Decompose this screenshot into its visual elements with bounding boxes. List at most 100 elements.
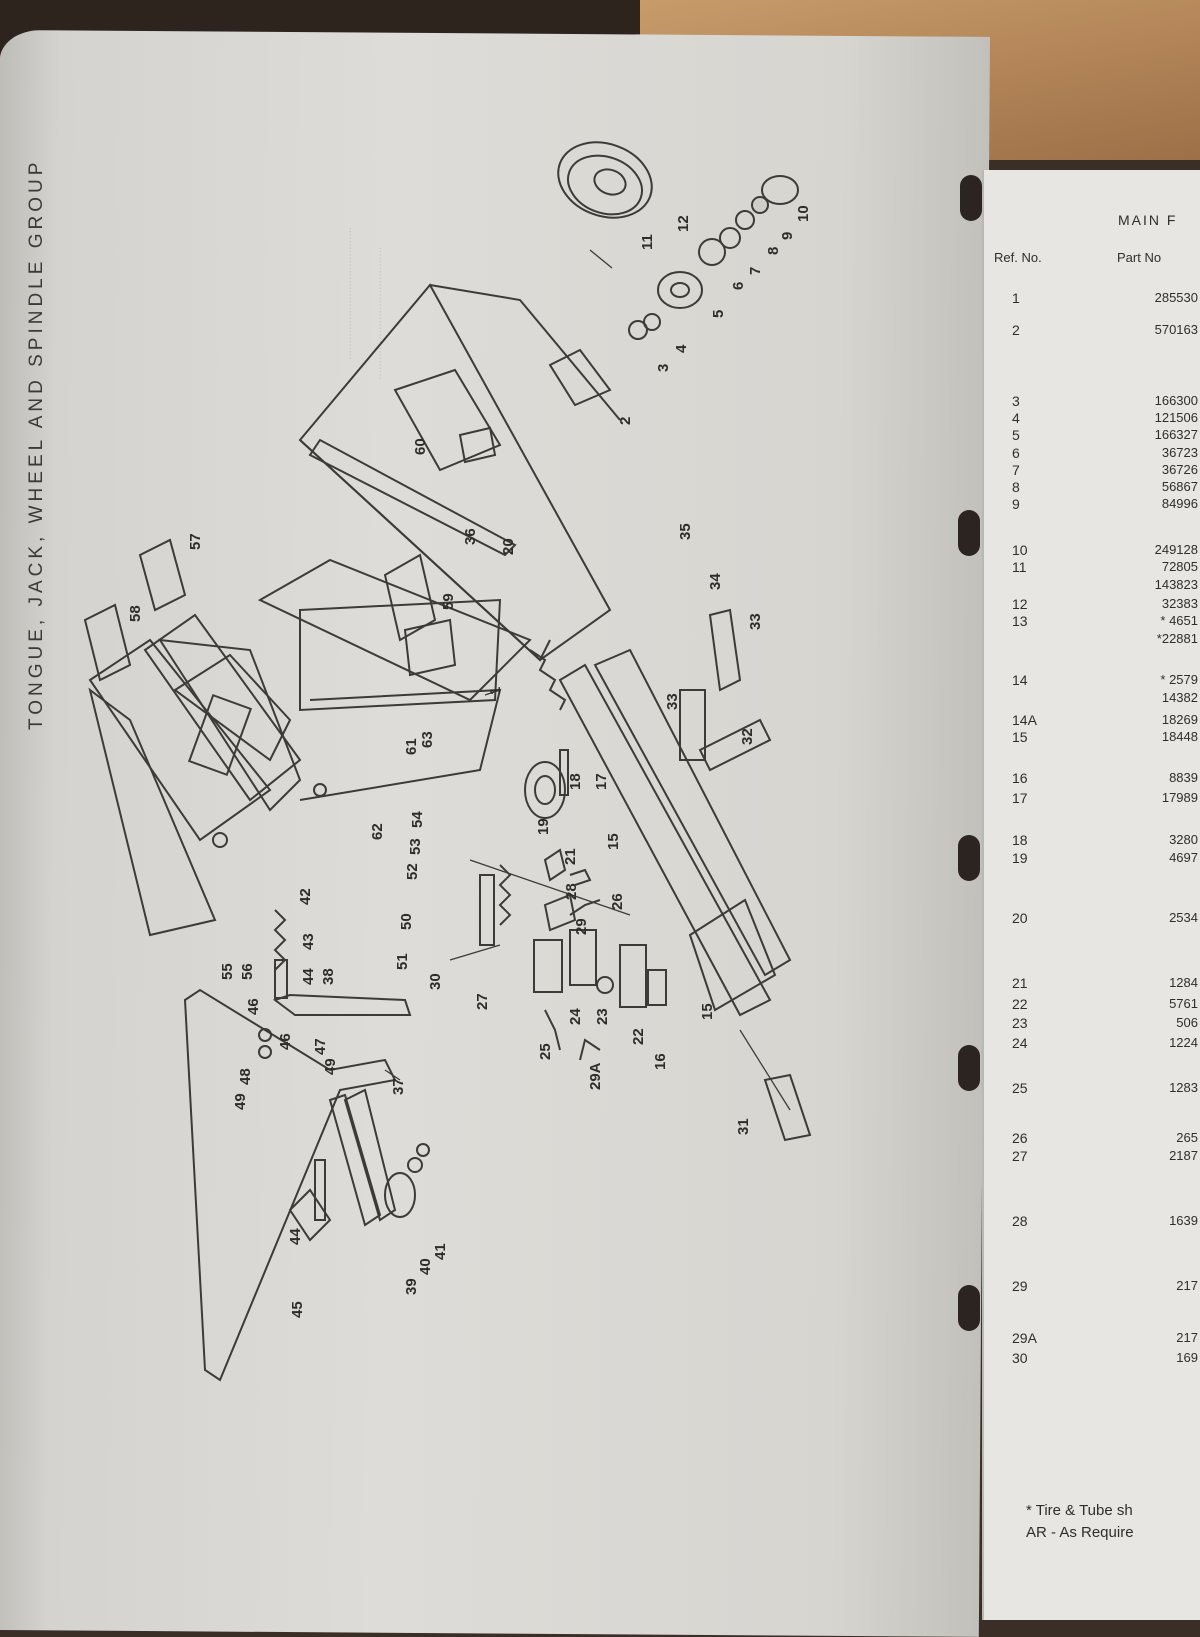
table-part-cell: 1224 — [1169, 1035, 1198, 1050]
callout: 50 — [398, 913, 415, 930]
table-ref-cell: 9 — [1012, 496, 1020, 512]
table-part-cell: 285530 — [1154, 290, 1198, 305]
table-part-cell: 56867 — [1161, 479, 1198, 494]
callout: 43 — [300, 933, 317, 950]
table-part-cell: 72805 — [1161, 559, 1198, 574]
table-ref-cell: 5 — [1012, 427, 1020, 443]
table-ref-cell: 1 — [1012, 290, 1020, 306]
binder-hole — [960, 175, 982, 221]
binder-hole — [958, 1045, 980, 1091]
callout: 18 — [567, 773, 584, 790]
callout: 36 — [462, 528, 479, 545]
callout: 12 — [675, 215, 692, 232]
jack-assembly — [479, 749, 667, 1061]
callout: 48 — [237, 1068, 254, 1085]
table-part-cell: 3280 — [1169, 832, 1198, 847]
callout: 46 — [245, 998, 262, 1015]
table-part-cell: 14382 — [1161, 690, 1198, 705]
callout: 23 — [594, 1008, 611, 1025]
tongue-plates — [88, 613, 327, 937]
table-part-cell: 17989 — [1161, 790, 1198, 805]
callout: 44 — [287, 1228, 304, 1245]
table-ref-cell: 14 — [1012, 672, 1028, 688]
table-part-cell: 18448 — [1161, 729, 1198, 744]
callout: 11 — [639, 234, 656, 250]
table-part-cell: 1284 — [1169, 975, 1198, 990]
table-part-cell: 8839 — [1169, 770, 1198, 785]
callout: 21 — [562, 848, 579, 865]
table-part-cell: 5761 — [1169, 996, 1198, 1011]
table-ref-cell: 17 — [1012, 790, 1028, 806]
callout: 55 — [219, 963, 236, 980]
table-part-cell: * 2579 — [1160, 672, 1198, 687]
table-part-cell: 121506 — [1154, 410, 1198, 425]
callout: 9 — [779, 232, 796, 240]
lever-bars — [183, 959, 430, 1382]
callout: 22 — [630, 1028, 647, 1045]
table-ref-cell: 20 — [1012, 910, 1028, 926]
callout: 58 — [127, 605, 144, 622]
callout: 49 — [322, 1058, 339, 1075]
callout: 31 — [735, 1118, 752, 1135]
callout-labels: 1 2 3 4 5 6 7 8 9 10 11 12 15 15 16 17 1… — [127, 205, 812, 1318]
callout: 61 — [403, 738, 420, 755]
main-frame — [257, 283, 621, 801]
brackets — [83, 426, 497, 682]
table-part-cell: * 4651 — [1160, 613, 1198, 628]
table-ref-cell: 8 — [1012, 479, 1020, 495]
table-ref-cell: 18 — [1012, 832, 1028, 848]
callout: 8 — [765, 247, 782, 255]
table-ref-cell: 16 — [1012, 770, 1028, 786]
callout: 20 — [500, 538, 517, 555]
table-ref-cell: 4 — [1012, 410, 1020, 426]
footnote-ar: AR - As Require — [1026, 1524, 1134, 1541]
callout: 15 — [605, 833, 622, 850]
callout: 10 — [795, 205, 812, 222]
table-ref-cell: 23 — [1012, 1015, 1028, 1031]
table-ref-cell: 29 — [1012, 1278, 1028, 1294]
callout: 24 — [567, 1008, 584, 1025]
binder-hole — [958, 510, 980, 556]
table-part-cell: 32383 — [1161, 596, 1198, 611]
table-title: MAIN F — [1118, 212, 1178, 228]
callout: 16 — [652, 1053, 669, 1070]
table-ref-cell: 21 — [1012, 975, 1028, 991]
callout: 63 — [419, 731, 436, 748]
right-page — [982, 170, 1200, 1620]
callout: 29A — [587, 1062, 604, 1090]
exploded-parts-diagram: 1 2 3 4 5 6 7 8 9 10 11 12 15 15 16 17 1… — [83, 141, 812, 1382]
axle-bars — [558, 608, 812, 1142]
callout: 1 — [487, 687, 504, 695]
callout: 41 — [432, 1243, 449, 1260]
table-ref-cell: 19 — [1012, 850, 1028, 866]
table-part-cell: 18269 — [1161, 712, 1198, 727]
callout: 44 — [300, 968, 317, 985]
footnote-tire: * Tire & Tube sh — [1026, 1502, 1133, 1519]
table-part-cell: 4697 — [1169, 850, 1198, 865]
callout: 52 — [404, 863, 421, 880]
table-ref-cell: 13 — [1012, 613, 1028, 629]
table-part-cell: 36723 — [1161, 445, 1198, 460]
callout: 39 — [403, 1278, 420, 1295]
binder-hole — [958, 1285, 980, 1331]
callout: 47 — [312, 1038, 329, 1055]
leader-lines — [384, 249, 791, 1111]
callout: 38 — [320, 968, 337, 985]
table-ref-cell: 7 — [1012, 462, 1020, 478]
table-ref-cell: 30 — [1012, 1350, 1028, 1366]
callout: 29 — [573, 918, 590, 935]
table-part-cell: 265 — [1176, 1130, 1198, 1145]
footnote: * Tire & Tube sh AR - As Require — [1026, 1500, 1196, 1544]
table-ref-cell: 27 — [1012, 1148, 1028, 1164]
callout: 54 — [409, 811, 426, 828]
table-part-cell: 2187 — [1169, 1148, 1198, 1163]
callout: 4 — [673, 344, 690, 353]
callout: 17 — [593, 773, 610, 790]
table-part-cell: 217 — [1176, 1330, 1198, 1345]
table-ref-cell: 2 — [1012, 322, 1020, 338]
column-header-part: Part No — [1117, 250, 1162, 265]
callout: 6 — [730, 282, 747, 290]
callout: 42 — [297, 888, 314, 905]
binder-hole — [958, 835, 980, 881]
table-part-cell: 166300 — [1154, 393, 1198, 408]
